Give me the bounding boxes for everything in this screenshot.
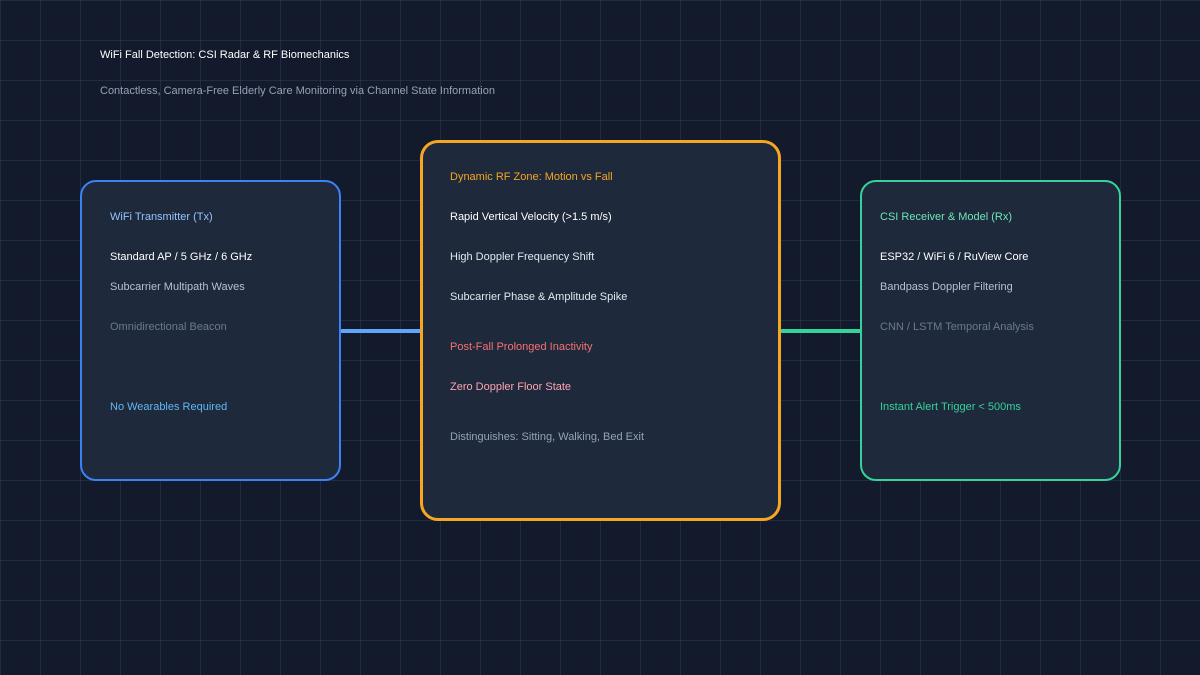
zone-floor-state: Zero Doppler Floor State [450,381,572,393]
receiver-analysis: CNN / LSTM Temporal Analysis [880,321,1034,333]
transmitter-box: WiFi Transmitter (Tx) Standard AP / 5 GH… [80,180,341,481]
transmitter-spec: Standard AP / 5 GHz / 6 GHz [110,251,253,263]
receiver-filtering: Bandpass Doppler Filtering [880,281,1013,293]
zone-to-rx-connector [780,329,862,333]
receiver-heading: CSI Receiver & Model (Rx) [880,211,1013,223]
receiver-box: CSI Receiver & Model (Rx) ESP32 / WiFi 6… [860,180,1121,481]
tx-to-zone-connector [340,329,422,333]
zone-inactivity: Post-Fall Prolonged Inactivity [450,341,593,353]
transmitter-heading: WiFi Transmitter (Tx) [110,211,213,223]
receiver-spec: ESP32 / WiFi 6 / RuView Core [880,251,1029,263]
transmitter-note: No Wearables Required [110,401,228,413]
zone-spike: Subcarrier Phase & Amplitude Spike [450,291,628,303]
zone-distinguishes: Distinguishes: Sitting, Walking, Bed Exi… [450,431,645,443]
diagram-subtitle: Contactless, Camera-Free Elderly Care Mo… [100,85,495,97]
transmitter-waves: Subcarrier Multipath Waves [110,281,245,293]
diagram-title: WiFi Fall Detection: CSI Radar & RF Biom… [100,49,350,61]
rf-zone-box: Dynamic RF Zone: Motion vs Fall Rapid Ve… [420,140,781,521]
receiver-alert: Instant Alert Trigger < 500ms [880,401,1021,413]
zone-doppler: High Doppler Frequency Shift [450,251,595,263]
zone-velocity: Rapid Vertical Velocity (>1.5 m/s) [450,211,612,223]
zone-heading: Dynamic RF Zone: Motion vs Fall [450,171,613,183]
transmitter-beacon: Omnidirectional Beacon [110,321,227,333]
